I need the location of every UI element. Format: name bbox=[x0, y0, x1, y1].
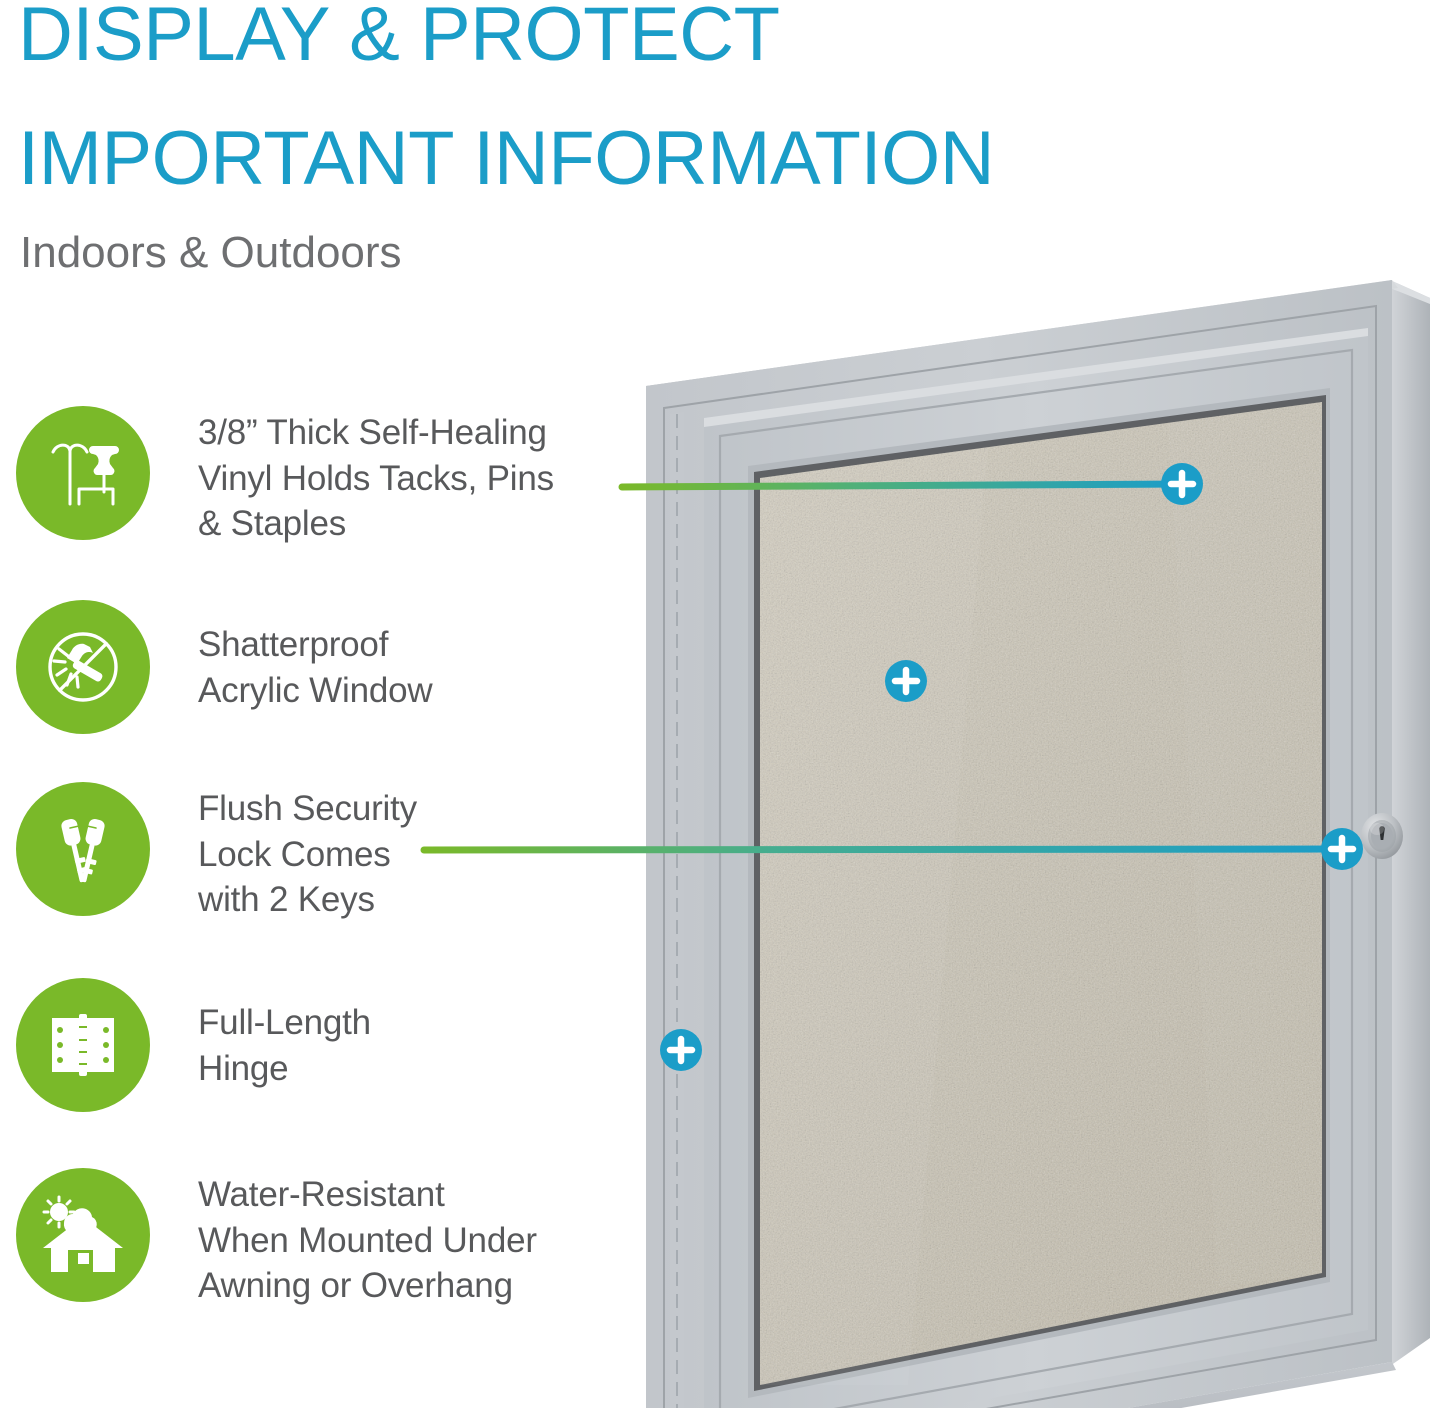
no-hammer-shatterproof-icon bbox=[16, 600, 150, 734]
cabinet-bottom-bevel bbox=[1128, 1362, 1396, 1408]
feature-item-water-resistant: Water-Resistant When Mounted Under Awnin… bbox=[16, 1168, 537, 1309]
feature-text: Shatterproof Acrylic Window bbox=[198, 625, 433, 710]
tack-pin-staple-icon bbox=[16, 406, 150, 540]
feature-item-full-length-hinge: Full-Length Hinge bbox=[16, 978, 371, 1112]
page-subtitle: Indoors & Outdoors bbox=[20, 228, 402, 277]
page-title: DISPLAY & PROTECT IMPORTANT INFORMATION bbox=[18, 0, 1438, 197]
feature-text: Water-Resistant When Mounted Under Awnin… bbox=[198, 1175, 537, 1305]
headline-line-2: IMPORTANT INFORMATION bbox=[18, 115, 995, 201]
headline-line-1: DISPLAY & PROTECT bbox=[18, 0, 780, 77]
cabinet-case-inner-edge bbox=[663, 304, 1377, 1408]
door-hinge-icon bbox=[16, 978, 150, 1112]
feature-text: Full-Length Hinge bbox=[198, 1003, 371, 1088]
feature-text: 3/8” Thick Self-Healing Vinyl Holds Tack… bbox=[198, 413, 554, 543]
feature-item-self-healing-vinyl: 3/8” Thick Self-Healing Vinyl Holds Tack… bbox=[16, 406, 554, 547]
cylinder-lock bbox=[1361, 813, 1403, 859]
feature-list: 3/8” Thick Self-Healing Vinyl Holds Tack… bbox=[0, 0, 640, 1404]
door-frame-bevel bbox=[718, 348, 1354, 1408]
house-sun-cloud-icon bbox=[16, 1168, 150, 1302]
continuous-hinge-strip bbox=[670, 412, 684, 1408]
product-image-cabinet bbox=[608, 258, 1445, 1408]
vinyl-tack-board bbox=[760, 402, 1322, 1385]
feature-item-shatterproof-acrylic: Shatterproof Acrylic Window bbox=[16, 600, 433, 734]
feature-text: Flush Security Lock Comes with 2 Keys bbox=[198, 789, 417, 919]
two-keys-icon bbox=[16, 782, 150, 916]
feature-item-security-lock-keys: Flush Security Lock Comes with 2 Keys bbox=[16, 782, 417, 923]
cabinet-right-depth bbox=[1390, 280, 1430, 1366]
